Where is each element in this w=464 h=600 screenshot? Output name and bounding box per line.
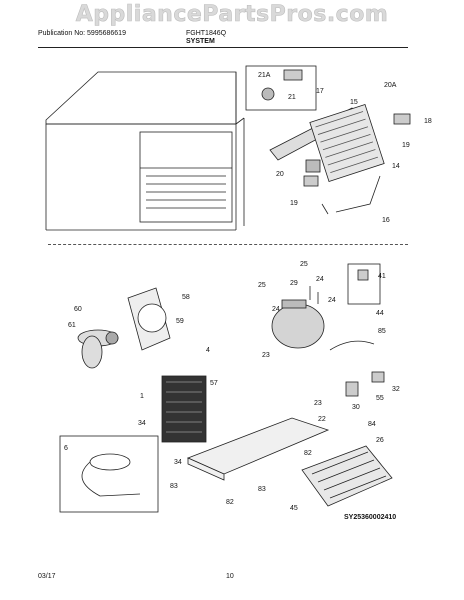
callout-20a: 20A — [384, 82, 397, 89]
publication-number: Publication No: 5995686619 — [38, 30, 126, 37]
callout-83: 83 — [170, 483, 178, 490]
callout-labels: 21A 21 17 15 20A 18 19 14 20 19 16 25 29… — [64, 72, 432, 512]
callout-57: 57 — [210, 380, 218, 387]
compressor — [271, 286, 325, 349]
evaporator-assembly — [269, 104, 411, 215]
callout-61: 61 — [68, 322, 76, 329]
relay-and-overload — [329, 263, 385, 397]
callout-25: 25 — [300, 261, 308, 268]
callout-23: 23 — [262, 352, 270, 359]
callout-34: 34 — [138, 420, 146, 427]
callout-19b: 19 — [290, 200, 298, 207]
callout-55: 55 — [376, 395, 384, 402]
section-title: SYSTEM — [186, 38, 215, 45]
refrigerator-cabinet — [45, 71, 245, 231]
callout-22: 22 — [318, 416, 326, 423]
fan-bracket — [127, 287, 171, 351]
callout-32: 32 — [392, 386, 400, 393]
drain-pan — [301, 445, 393, 507]
callout-15: 15 — [350, 99, 358, 106]
callout-85: 85 — [378, 328, 386, 335]
callout-29: 29 — [290, 280, 298, 287]
callout-6: 6 — [64, 445, 68, 452]
callout-59: 59 — [176, 318, 184, 325]
callout-58: 58 — [182, 294, 190, 301]
fan-blade — [77, 329, 119, 369]
callout-84: 84 — [368, 421, 376, 428]
callout-82b: 82 — [226, 499, 234, 506]
callout-20: 20 — [276, 171, 284, 178]
callout-4: 4 — [206, 347, 210, 354]
header-rule — [38, 47, 408, 48]
callout-82: 82 — [304, 450, 312, 457]
callout-16: 16 — [382, 217, 390, 224]
callout-17: 17 — [316, 88, 324, 95]
callout-23b: 23 — [314, 400, 322, 407]
callout-24c: 24 — [328, 297, 336, 304]
footer-date: 03/17 — [38, 573, 56, 580]
callout-1: 1 — [140, 393, 144, 400]
detail-box-21 — [245, 65, 317, 111]
diagram-code: SY25360002410 — [344, 514, 397, 521]
model-number: FGHT1846Q — [186, 30, 227, 37]
callout-26: 26 — [376, 437, 384, 444]
callout-60: 60 — [74, 306, 82, 313]
callout-24: 24 — [316, 276, 324, 283]
callout-21: 21 — [288, 94, 296, 101]
callout-34b: 34 — [174, 459, 182, 466]
callout-25b: 25 — [258, 282, 266, 289]
base-pan — [186, 417, 330, 481]
section-divider — [48, 244, 408, 245]
callout-21a: 21A — [258, 72, 271, 79]
callout-24b: 24 — [272, 306, 280, 313]
power-cord-box — [59, 435, 159, 513]
watermark: AppliancePartsPros.com — [75, 2, 389, 28]
callout-18: 18 — [424, 118, 432, 125]
callout-14: 14 — [392, 163, 400, 170]
callout-30: 30 — [352, 404, 360, 411]
callout-83b: 83 — [258, 486, 266, 493]
callout-41: 41 — [378, 273, 386, 280]
callout-45: 45 — [290, 505, 298, 512]
callout-44: 44 — [376, 310, 384, 317]
callout-19: 19 — [402, 142, 410, 149]
condenser-coil — [161, 375, 207, 443]
page-number: 10 — [226, 573, 234, 580]
